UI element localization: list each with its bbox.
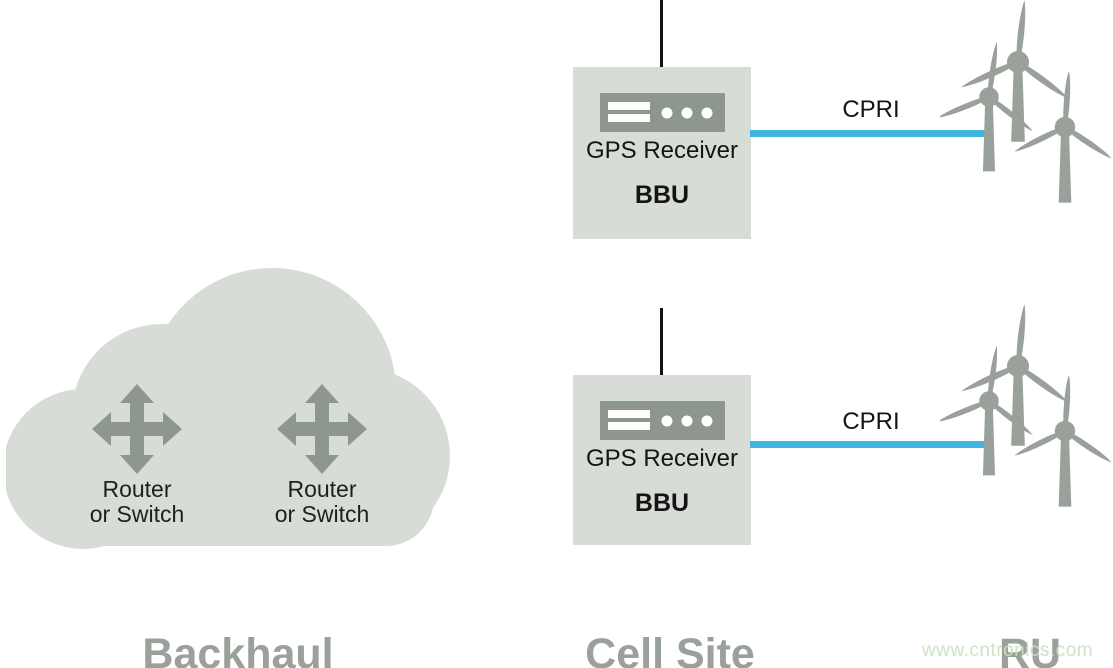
gps-receiver-label: GPS Receiver <box>585 137 739 164</box>
section-label-cell-site: Cell Site <box>585 630 755 668</box>
gps-receiver-device-icon <box>600 401 725 440</box>
cpri-link-line <box>750 130 992 137</box>
cpri-link-label: CPRI <box>842 96 900 123</box>
wind-turbines-icon <box>940 0 1112 203</box>
router-switch-label-line2: or Switch <box>274 501 370 527</box>
wind-turbines-icon <box>940 304 1112 507</box>
router-switch-icon <box>277 384 367 474</box>
router-switch-label-line1: Router <box>287 476 357 502</box>
cpri-link-line <box>750 441 992 448</box>
router-switch-label: Router or Switch <box>42 477 232 527</box>
router-switch-label-line1: Router <box>102 476 172 502</box>
gps-receiver-label: GPS Receiver <box>585 445 739 472</box>
cpri-link-label: CPRI <box>842 408 900 435</box>
router-switch-icon <box>92 384 182 474</box>
bbu-label: BBU <box>634 489 690 517</box>
antenna-icon <box>660 308 663 404</box>
router-switch-label: Router or Switch <box>227 477 417 527</box>
watermark-text: www.cntronics.com <box>922 640 1094 661</box>
bbu-label: BBU <box>634 181 690 209</box>
gps-receiver-device-icon <box>600 93 725 132</box>
router-switch-label-line2: or Switch <box>89 501 185 527</box>
section-label-ru: RU <box>998 630 1062 668</box>
section-label-backhaul: Backhaul <box>142 630 334 668</box>
antenna-icon <box>660 0 663 96</box>
